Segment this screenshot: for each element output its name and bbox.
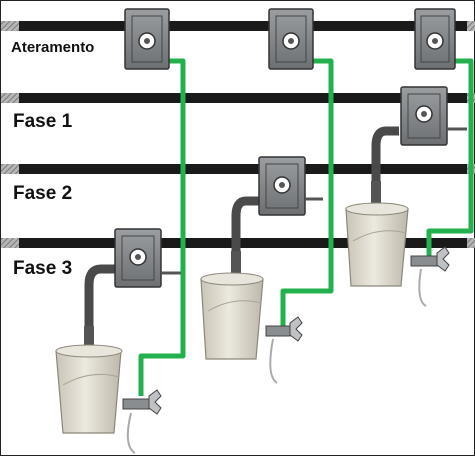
ground-wire-1 [138, 58, 186, 396]
shorting-bucket-icon [55, 264, 162, 454]
ground-wire-2 [280, 58, 334, 331]
cable-phase-2 [1, 164, 475, 174]
label-ground: Ateramento [11, 39, 95, 56]
shorting-bucket-icon [345, 126, 450, 307]
ground-wires [138, 58, 474, 396]
line-clamp-icon [114, 228, 181, 288]
label-phase-3: Fase 3 [13, 258, 73, 279]
label-phase-2: Fase 2 [13, 183, 73, 204]
ground-clamp-icon [414, 8, 456, 70]
line-clamp-icon [258, 156, 323, 216]
cable-ground [1, 21, 475, 31]
ground-clamp-icon [268, 8, 314, 70]
label-phase-1: Fase 1 [13, 111, 73, 132]
ground-clamp-icon [124, 8, 170, 70]
ground-wire-3 [426, 58, 474, 266]
shorting-bucket-icon [200, 196, 303, 384]
line-clamp-icon [400, 86, 467, 146]
